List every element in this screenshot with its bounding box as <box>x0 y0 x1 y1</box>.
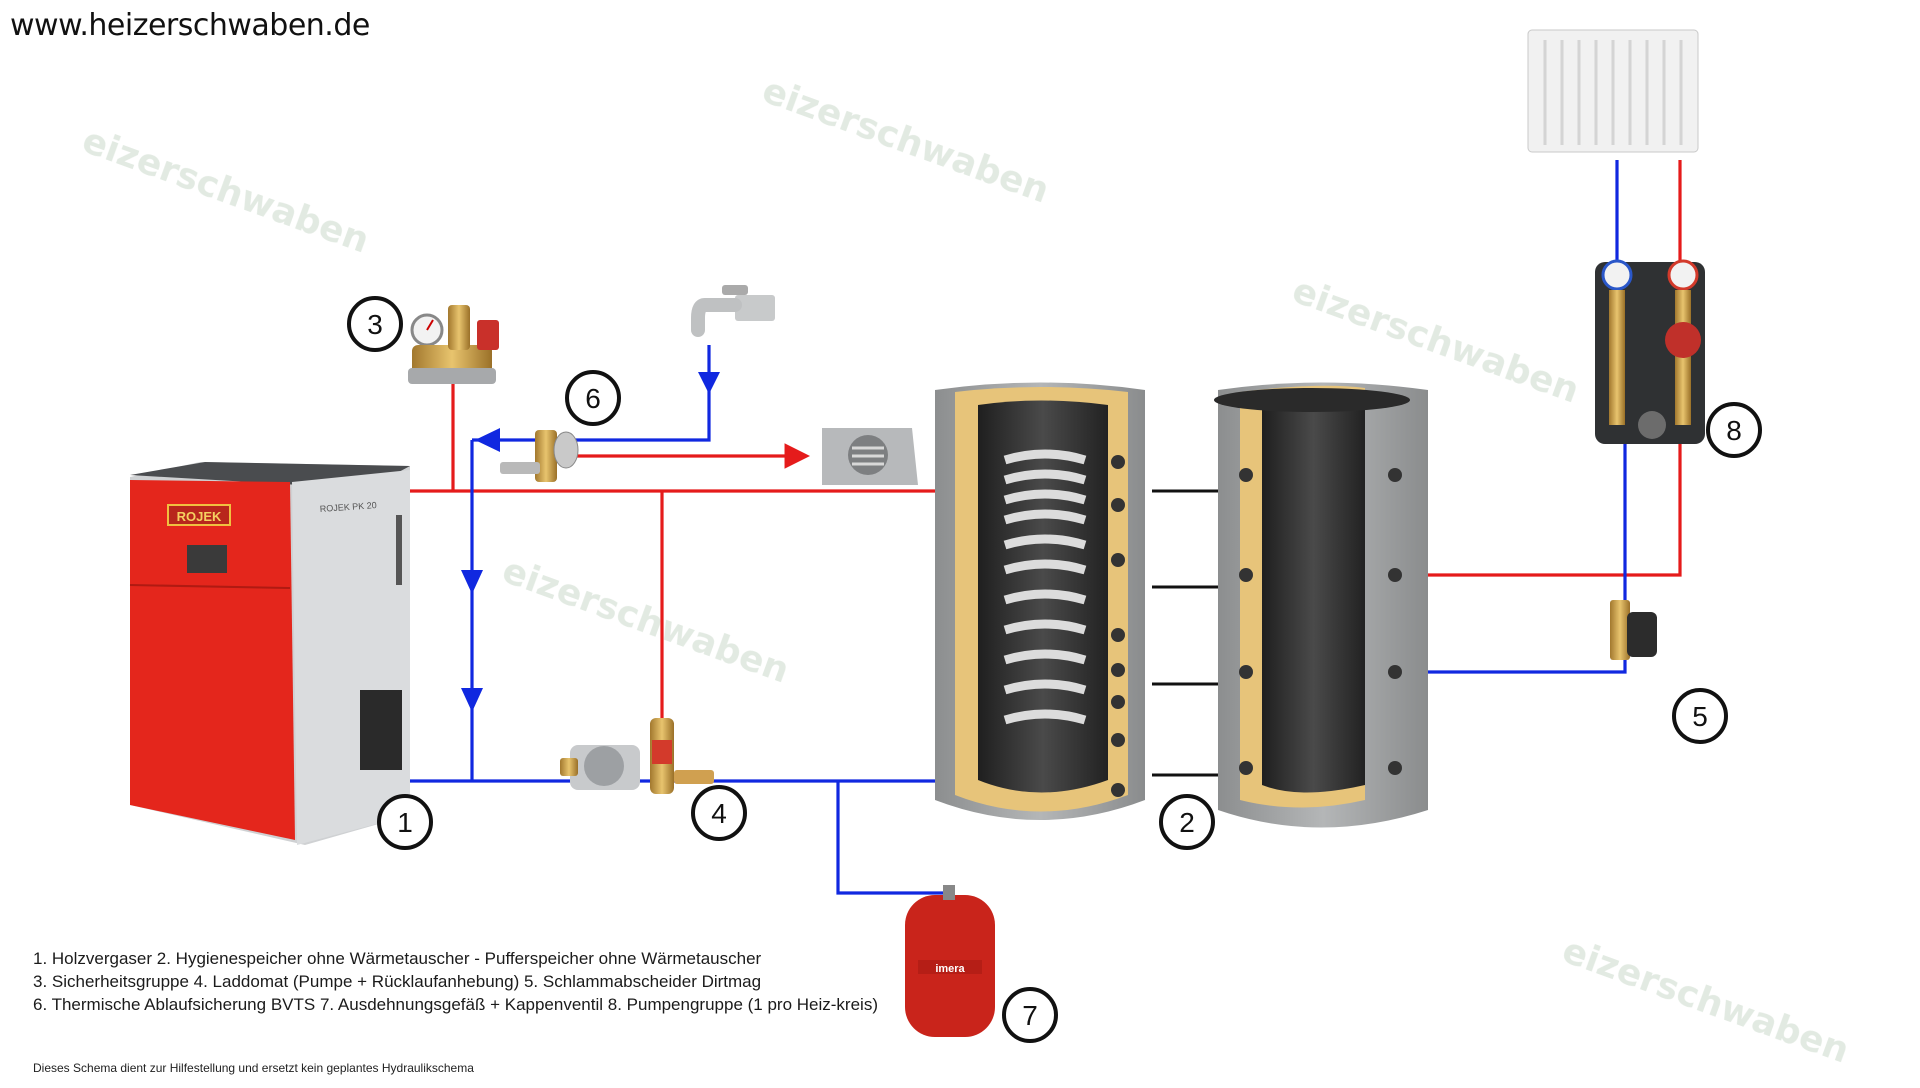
wood-gasifier-boiler: ROJEK ROJEK PK 20 <box>129 462 410 845</box>
floor-drain <box>822 428 918 485</box>
callout-4: 4 <box>691 785 747 841</box>
legend-line-2: 3. Sicherheitsgruppe 4. Laddomat (Pumpe … <box>33 972 762 991</box>
boiler-model: ROJEK PK 20 <box>319 500 377 514</box>
callout-5: 5 <box>1672 688 1728 744</box>
legend: 1. Holzvergaser 2. Hygienespeicher ohne … <box>33 947 903 1016</box>
heating-flow-pipe <box>1400 440 1682 577</box>
callout-1: 1 <box>377 794 433 850</box>
radiator <box>1527 29 1699 153</box>
boiler-brand: ROJEK <box>177 509 222 524</box>
watermark-text: eizerschwaben <box>757 70 1054 212</box>
svg-text:8: 8 <box>1726 415 1742 446</box>
callout-6: 6 <box>565 370 621 426</box>
pipes <box>385 160 1682 895</box>
disclaimer: Dieses Schema dient zur Hilfestellung un… <box>33 1061 474 1075</box>
svg-text:3: 3 <box>367 309 383 340</box>
laddomat-pump-group <box>560 718 714 794</box>
callout-8: 8 <box>1706 402 1762 458</box>
return-flow-arrows <box>461 372 720 712</box>
svg-text:4: 4 <box>711 798 727 829</box>
callout-3: 3 <box>347 296 403 352</box>
heating-return-pipe <box>1400 440 1627 674</box>
svg-text:6: 6 <box>585 383 601 414</box>
expansion-vessel: imera <box>905 885 995 1037</box>
watermark-text: eizerschwaben <box>77 120 374 262</box>
legend-line-3: 6. Thermische Ablaufsicherung BVTS 7. Au… <box>33 995 878 1014</box>
svg-text:2: 2 <box>1179 807 1195 838</box>
svg-text:1: 1 <box>397 807 413 838</box>
safety-group <box>408 305 499 384</box>
svg-text:5: 5 <box>1692 701 1708 732</box>
callout-2: 2 <box>1159 794 1215 850</box>
expansion-pipe <box>836 781 945 895</box>
svg-text:7: 7 <box>1022 1000 1038 1031</box>
dirt-separator-dirtmag <box>1610 600 1657 660</box>
site-url: www.heizerschwaben.de <box>10 8 370 43</box>
thermal-discharge-valve-bvts <box>500 430 579 482</box>
watermark-text: eizerschwaben <box>1557 930 1854 1072</box>
legend-line-1: 1. Holzvergaser 2. Hygienespeicher ohne … <box>33 949 762 968</box>
buffer-storage-tank <box>1214 382 1428 828</box>
watermark-text: eizerschwaben <box>497 550 794 692</box>
hygiene-storage-tank <box>935 382 1145 820</box>
cold-water-tap <box>691 285 775 337</box>
callout-7: 7 <box>1002 987 1058 1043</box>
expansion-vessel-brand: imera <box>935 963 965 975</box>
pump-group-station <box>1595 259 1705 444</box>
